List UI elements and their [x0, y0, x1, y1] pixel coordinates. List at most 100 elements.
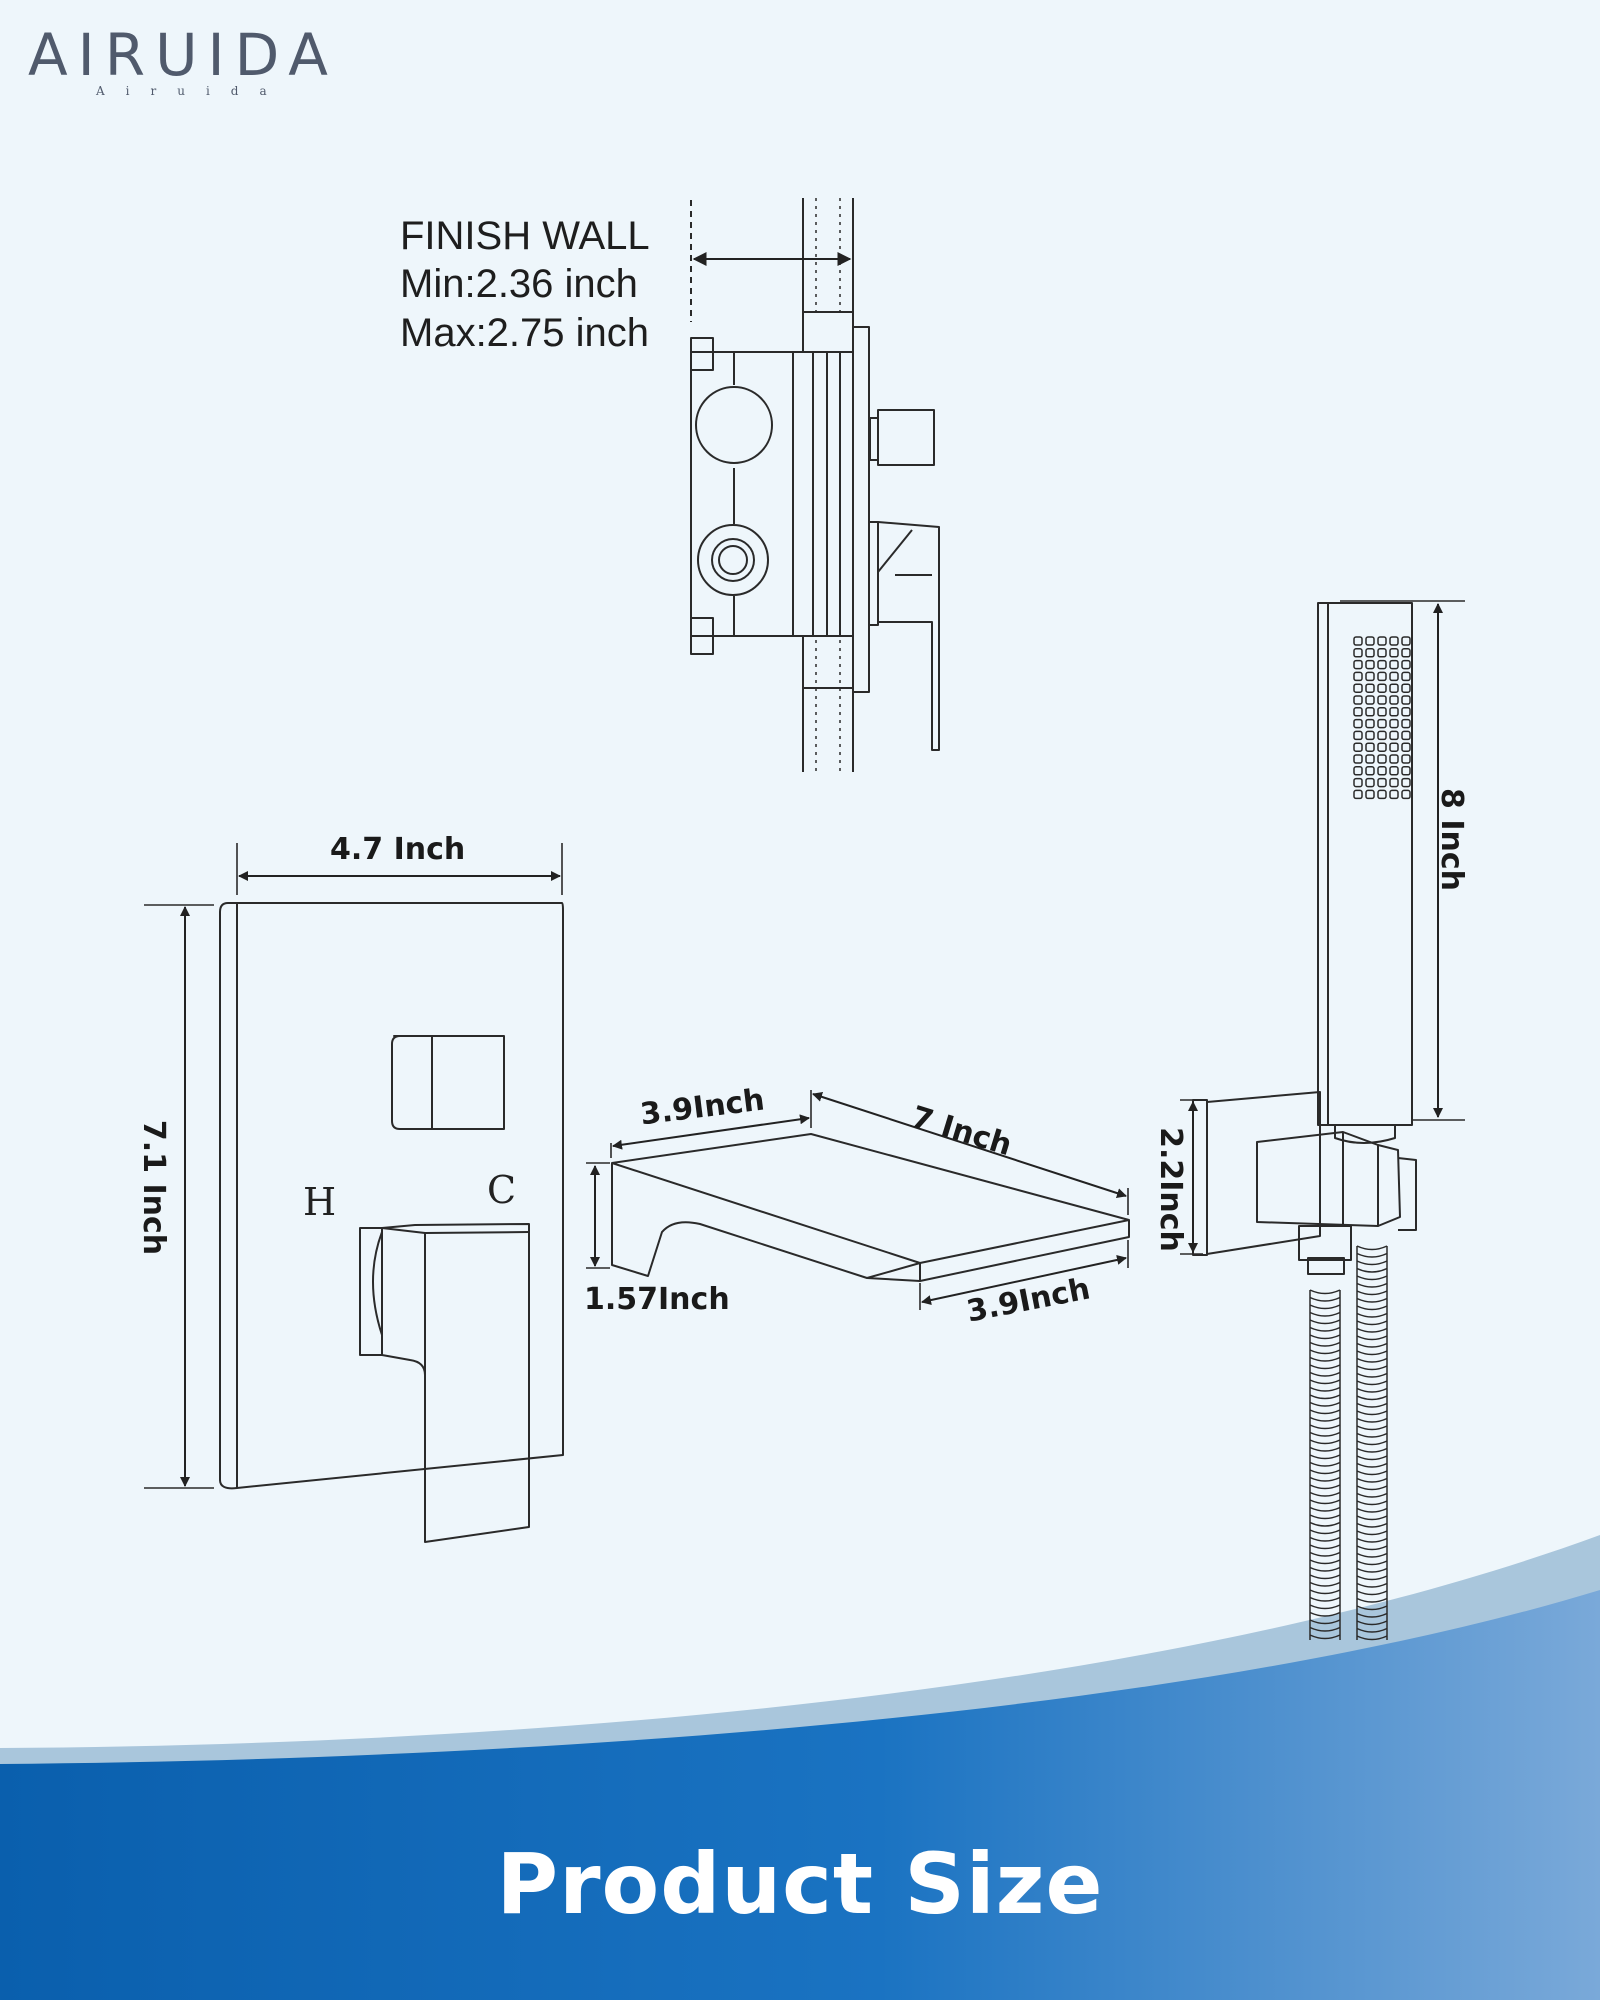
hand-shower	[1192, 602, 1417, 1275]
hose-coil	[1356, 1462, 1388, 1468]
hose-coil	[1309, 1439, 1341, 1445]
hose-coil	[1356, 1305, 1388, 1311]
dimension-arrows	[180, 252, 1443, 1487]
hose-coil	[1356, 1507, 1388, 1513]
hose-coil	[1309, 1506, 1341, 1512]
nozzle	[1365, 695, 1375, 705]
nozzle	[1377, 789, 1387, 800]
hose-coil	[1309, 1461, 1341, 1467]
hose-coil	[1309, 1574, 1341, 1580]
valve-front-view	[219, 902, 564, 1543]
hose-coil	[1356, 1575, 1388, 1581]
hose-coil	[1309, 1596, 1341, 1602]
hose-coil	[1356, 1515, 1388, 1521]
nozzle	[1389, 659, 1399, 670]
hose-coil	[1356, 1612, 1388, 1618]
hose-coil	[1356, 1627, 1388, 1633]
hose-coil	[1309, 1626, 1341, 1632]
nozzle	[1353, 777, 1363, 788]
finish-wall-max: Max:2.75 inch	[400, 311, 650, 355]
hose-coil	[1356, 1410, 1388, 1416]
hose-coil	[1356, 1635, 1388, 1641]
hose-coil	[1356, 1522, 1388, 1528]
cold-label: C	[487, 1168, 517, 1212]
hose-coil	[1356, 1342, 1388, 1348]
finish-wall-min: Min:2.36 inch	[400, 262, 638, 306]
hose-coil	[1356, 1282, 1388, 1288]
nozzle	[1365, 742, 1375, 752]
hose-coil	[1356, 1590, 1388, 1596]
hose-coil	[1309, 1611, 1341, 1617]
hose-coil	[1309, 1371, 1341, 1377]
brand-name: AIRUIDA	[28, 21, 338, 89]
plate-width-label: 4.7 Inch	[330, 832, 466, 867]
nozzle	[1401, 754, 1411, 764]
hose-coil	[1309, 1634, 1341, 1640]
nozzle	[1365, 671, 1375, 682]
hose-coil	[1309, 1424, 1341, 1430]
nozzle	[1353, 659, 1363, 670]
nozzle	[1377, 754, 1387, 764]
valve-side-view	[690, 198, 940, 772]
hose-coil	[1356, 1620, 1388, 1626]
hose-coil	[1356, 1432, 1388, 1438]
nozzle	[1365, 777, 1375, 788]
nozzle	[1401, 766, 1411, 776]
finish-wall-title: FINISH WALL	[400, 214, 650, 258]
hose-coil	[1309, 1334, 1341, 1340]
hose-coil	[1309, 1311, 1341, 1317]
hose-coil	[1309, 1529, 1341, 1535]
hose-coil	[1356, 1500, 1388, 1506]
hose-coil	[1309, 1581, 1341, 1587]
nozzle	[1365, 789, 1375, 800]
nozzle	[1377, 718, 1387, 729]
nozzle	[1401, 777, 1411, 788]
hose-coil	[1309, 1319, 1341, 1325]
hose-coil	[1356, 1290, 1388, 1296]
hose-coil	[1309, 1304, 1341, 1310]
nozzle	[1365, 707, 1375, 717]
hose-coil	[1356, 1477, 1388, 1483]
hose-coil	[1309, 1401, 1341, 1407]
nozzle	[1353, 789, 1363, 800]
nozzle	[1401, 695, 1411, 705]
hose-coil	[1356, 1327, 1388, 1333]
hot-label: H	[303, 1180, 337, 1224]
nozzle	[1401, 671, 1411, 682]
nozzle	[1365, 659, 1375, 670]
hose-coil	[1356, 1372, 1388, 1378]
hose-coil	[1309, 1536, 1341, 1542]
hose-coil	[1356, 1470, 1388, 1476]
nozzle	[1353, 742, 1363, 752]
hose-coil	[1309, 1566, 1341, 1572]
nozzle	[1353, 718, 1363, 729]
hose-coil	[1356, 1552, 1388, 1558]
nozzle	[1365, 636, 1375, 646]
hose-coil	[1309, 1416, 1341, 1422]
nozzle	[1401, 730, 1411, 741]
hose-coil	[1309, 1604, 1341, 1610]
nozzle	[1377, 766, 1387, 776]
hose-coil	[1309, 1589, 1341, 1595]
hose-coil	[1309, 1491, 1341, 1497]
brand-logo: AIRUIDA Airuida	[28, 24, 388, 104]
hose-coil	[1356, 1402, 1388, 1408]
dimension-lines	[144, 600, 1465, 1489]
nozzle	[1389, 707, 1399, 717]
nozzle	[1377, 730, 1387, 741]
hose-coil	[1309, 1544, 1341, 1550]
nozzle	[1401, 718, 1411, 729]
nozzle	[1365, 648, 1375, 658]
nozzle	[1377, 777, 1387, 788]
nozzle	[1353, 671, 1363, 682]
nozzle	[1389, 730, 1399, 741]
hose-coil	[1309, 1356, 1341, 1362]
hose-coil	[1309, 1469, 1341, 1475]
hose-coil	[1309, 1364, 1341, 1370]
hose-coil	[1356, 1597, 1388, 1603]
nozzle	[1389, 754, 1399, 764]
hose-coil	[1309, 1521, 1341, 1527]
holder-height-label: 2.2Inch	[1152, 1127, 1188, 1252]
nozzle	[1353, 695, 1363, 705]
